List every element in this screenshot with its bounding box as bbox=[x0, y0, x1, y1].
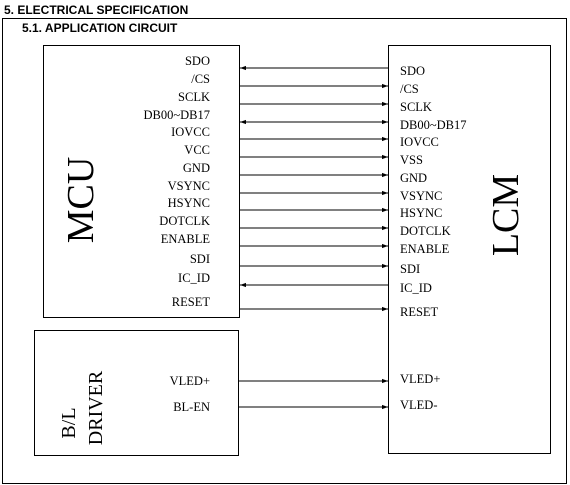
mcu-pin-hsync: HSYNC bbox=[168, 196, 210, 210]
driver-pin-bl-en: BL-EN bbox=[173, 400, 210, 414]
lcm-block bbox=[388, 45, 551, 454]
lcm-pin-cs: /CS bbox=[400, 82, 419, 96]
mcu-pin-iovcc: IOVCC bbox=[171, 125, 210, 139]
bl-driver-block bbox=[34, 330, 239, 456]
lcm-pin-sdi: SDI bbox=[400, 262, 420, 276]
lcm-pin-sdo: SDO bbox=[400, 64, 425, 78]
bl-driver-label-line2: DRIVER bbox=[85, 370, 107, 445]
lcm-pin-vcc: VSS bbox=[400, 153, 423, 167]
mcu-pin-cs: /CS bbox=[191, 72, 210, 86]
lcm-pin-enable: ENABLE bbox=[400, 242, 450, 256]
lcm-pin-vsync: VSYNC bbox=[400, 189, 442, 203]
mcu-pin-reset: RESET bbox=[172, 295, 211, 309]
mcu-pin-gnd: GND bbox=[183, 161, 210, 175]
lcm-pin-db00-db17: DB00~DB17 bbox=[400, 118, 467, 132]
lcm-label: LCM bbox=[485, 174, 527, 256]
mcu-pin-vsync: VSYNC bbox=[168, 179, 210, 193]
lcm-pin-vled: VLED+ bbox=[400, 372, 440, 386]
signal-lines: SDOSDO/CS/CSSCLKSCLKDB00~DB17DB00~DB17IO… bbox=[144, 54, 467, 414]
lcm-pin-reset: RESET bbox=[400, 305, 439, 319]
lcm-pin-dotclk: DOTCLK bbox=[400, 224, 451, 238]
mcu-pin-vcc: VCC bbox=[184, 143, 210, 157]
mcu-pin-sdi: SDI bbox=[190, 252, 210, 266]
mcu-pin-sclk: SCLK bbox=[178, 90, 210, 104]
mcu-pin-enable: ENABLE bbox=[161, 232, 211, 246]
lcm-pin-gnd: GND bbox=[400, 171, 427, 185]
lcm-pin-ic-id: IC_ID bbox=[400, 281, 432, 295]
outer-frame bbox=[2, 18, 567, 484]
section-title: 5. ELECTRICAL SPECIFICATION bbox=[4, 3, 189, 17]
mcu-pin-ic-id: IC_ID bbox=[178, 271, 210, 285]
bl-driver-label-line1: B/L bbox=[58, 407, 80, 438]
driver-pin-vled: VLED+ bbox=[170, 374, 210, 388]
lcm-pin-sclk: SCLK bbox=[400, 100, 432, 114]
lcm-pin-iovcc: IOVCC bbox=[400, 135, 439, 149]
lcm-pin-hsync: HSYNC bbox=[400, 206, 442, 220]
lcm-pin-vled: VLED- bbox=[400, 398, 438, 412]
mcu-label: MCU bbox=[60, 157, 102, 244]
mcu-pin-db00-db17: DB00~DB17 bbox=[144, 108, 211, 122]
mcu-pin-sdo: SDO bbox=[185, 54, 210, 68]
mcu-pin-dotclk: DOTCLK bbox=[159, 214, 210, 228]
mcu-block bbox=[43, 45, 240, 318]
subsection-title: 5.1. APPLICATION CIRCUIT bbox=[22, 21, 178, 35]
